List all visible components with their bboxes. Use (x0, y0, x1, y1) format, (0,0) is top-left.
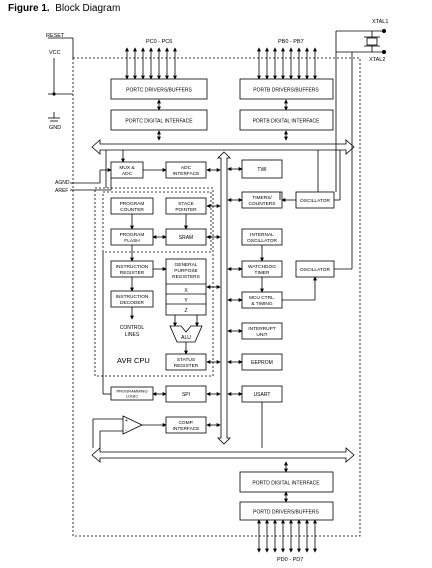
comp-interface-label-2: INTERFACE (173, 426, 200, 432)
interrupt-unit-label-2: UNIT (256, 332, 267, 338)
instruction-decoder-label-2: DECODER (120, 300, 145, 306)
portb-drivers-label: PORTB DRIVERS/BUFFERS (253, 88, 319, 94)
sram-label: SRAM (179, 235, 193, 241)
portc-drivers-label: PORTC DRIVERS/BUFFERS (126, 88, 192, 94)
usart-label: USART (254, 392, 271, 398)
reg-x-label: X (184, 288, 188, 294)
mcu-ctrl-label-1: MCU CTRL. (249, 295, 275, 301)
xtal1-pin-label: XTAL1 (372, 19, 388, 25)
reset-pin-label: RESET (46, 33, 65, 39)
instruction-register-label-2: REGISTER (120, 270, 145, 276)
watchdog-label-1: WATCHDOG (248, 264, 276, 270)
control-lines-label-1: CONTROL (120, 325, 145, 331)
figure-number: Figure 1. (8, 3, 50, 14)
status-register-label-2: REGISTER (174, 363, 199, 369)
portb-digital-label: PORTB DIGITAL INTERFACE (253, 119, 321, 125)
central-vertical-bus (217, 151, 231, 445)
pb-pin-label: PB0 - PB7 (278, 39, 304, 45)
oscillator-mid-label: OSCILLATOR (300, 267, 330, 273)
bottom-data-bus (91, 447, 355, 463)
aref-pin-label: AREF (55, 188, 68, 194)
vcc-pin-label: VCC (49, 50, 61, 56)
instruction-decoder-label-1: INSTRUCTION (116, 294, 149, 300)
status-register-label-1: STATUS (177, 357, 195, 363)
program-counter-label-2: COUNTER (120, 207, 144, 213)
stack-pointer-label-1: STACK (178, 201, 194, 207)
watchdog-label-2: TIMER (255, 270, 270, 276)
timers-label-2: COUNTERS (249, 201, 276, 207)
eeprom-label: EEPROM (251, 360, 273, 366)
interrupt-unit-label-1: INTERRUPT (248, 326, 276, 332)
comp-interface-label-1: COMP. (178, 420, 193, 426)
control-lines-label-2: LINES (125, 332, 140, 338)
figure-caption: Figure 1. Block Diagram (8, 3, 120, 14)
oscillator-top-label: OSCILLATOR (300, 198, 330, 204)
flash-region (102, 191, 212, 253)
portd-drivers-box (239, 501, 334, 521)
portb-digital-box (239, 109, 334, 131)
portc-digital-box (110, 109, 208, 131)
program-flash-label-1: PROGRAM (120, 232, 145, 238)
figure-title: Block Diagram (55, 3, 121, 14)
programming-logic-label-2: LOGIC (126, 394, 139, 399)
spi-label: SPI (182, 392, 190, 398)
portb-drivers-box (239, 78, 334, 100)
programming-logic-label-1: PROGRAMMING (116, 389, 147, 394)
gp-registers-label-1: GENERAL (175, 262, 198, 268)
top-data-bus (91, 139, 355, 155)
comparator-shape (122, 415, 143, 435)
adc-interface-label-2: INTERFACE (173, 171, 200, 177)
alu-label: ALU (181, 335, 191, 341)
program-flash-label-2: FLASH (124, 238, 140, 244)
adc-interface-label-1: ADC (181, 165, 192, 171)
status-register-box (165, 353, 207, 371)
avr-cpu-label: AVR CPU (117, 356, 150, 365)
gp-registers-label-2: PURPOSE (174, 268, 197, 274)
timers-label-1: TIMERS/ (252, 195, 272, 201)
adc-interface-box (165, 161, 207, 179)
xtal2-pin-label: XTAL2 (369, 57, 385, 63)
instruction-register-label-1: INSTRUCTION (116, 264, 149, 270)
comp-interface-box (165, 416, 207, 434)
gp-registers-box (165, 258, 207, 316)
program-counter-label-1: PROGRAM (120, 201, 145, 207)
reg-z-label: Z (184, 308, 187, 314)
portc-drivers-box (110, 78, 208, 100)
reg-y-label: Y (184, 298, 188, 304)
internal-osc-label-2: OSCILLATOR (247, 238, 277, 244)
chip-outline (72, 57, 361, 537)
mux-adc-label-2: ADC (122, 171, 133, 177)
pd-pin-label: PD0 - PD7 (277, 557, 303, 563)
gp-registers-label-3: REGISTERS (172, 274, 200, 280)
internal-osc-label-1: INTERNAL (250, 232, 274, 238)
mux-adc-label-1: MUX & (119, 165, 135, 171)
agnd-pin-label: AGND (55, 180, 70, 186)
comparator-minus: - (125, 428, 127, 434)
stack-pointer-label-2: POINTER (175, 207, 197, 213)
portd-drivers-label: PORTD DRIVERS/BUFFERS (253, 510, 319, 516)
comparator-plus: + (125, 418, 128, 424)
portd-digital-label: PORTD DIGITAL INTERFACE (252, 481, 320, 487)
gnd-pin-label: GND (49, 125, 61, 131)
mcu-ctrl-label-2: & TIMING (251, 301, 273, 307)
avr-cpu-region (94, 187, 214, 377)
portc-digital-label: PORTC DIGITAL INTERFACE (125, 119, 193, 125)
pc-pin-label: PC0 - PC6 (146, 39, 172, 45)
twi-label: TWI (257, 167, 266, 173)
